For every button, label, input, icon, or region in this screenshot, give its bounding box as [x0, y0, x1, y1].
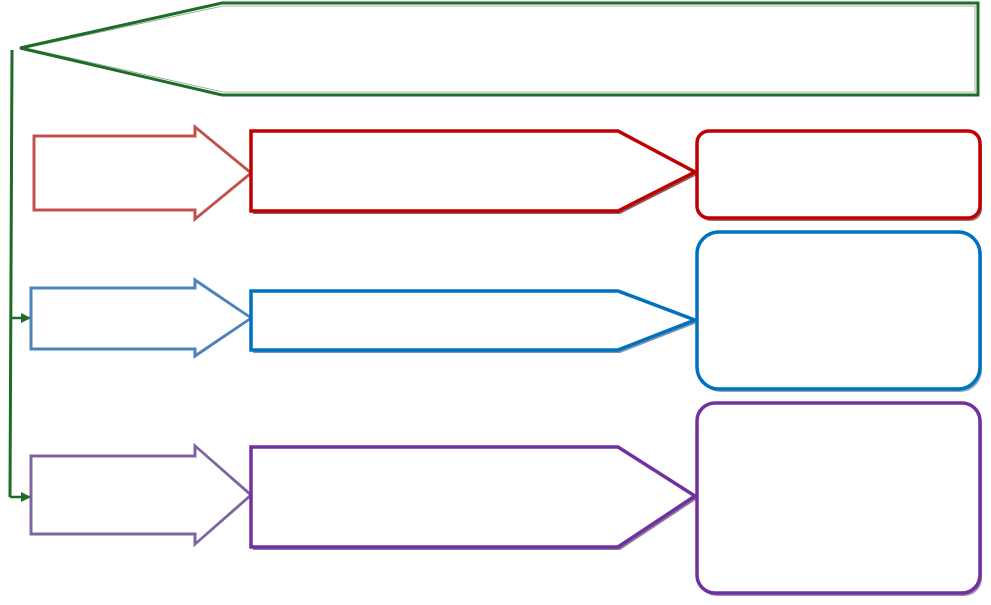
row1-result-box: [695, 129, 982, 220]
row3-arrow: [29, 442, 254, 548]
row1: [32, 123, 982, 223]
row1-pentagon-shape: [249, 129, 699, 213]
row2-arrow: [29, 277, 254, 359]
row3-result-box: [695, 401, 982, 595]
header-pentagon: [19, 1, 980, 97]
row3-pentagon: [249, 445, 699, 549]
connector-lines: [8, 49, 31, 502]
row2-result-box: [695, 230, 982, 391]
row3: [29, 401, 982, 596]
row2-pentagon: [249, 289, 700, 352]
row2: [29, 230, 982, 392]
row1-arrow: [32, 123, 254, 223]
